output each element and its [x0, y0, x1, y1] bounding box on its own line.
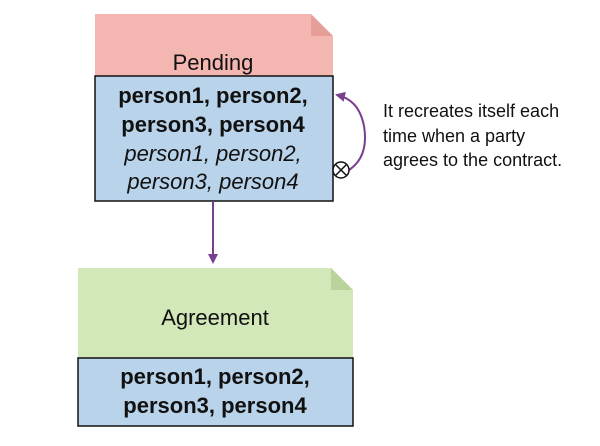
pending-title: Pending — [173, 50, 254, 75]
agreement-title: Agreement — [161, 305, 269, 330]
agreement-signatories-line-1: person1, person2, — [120, 364, 310, 389]
agreement-fold-corner — [331, 268, 353, 290]
pending-header-box — [95, 14, 333, 76]
agreement-header-box — [78, 268, 353, 358]
pending-fold-corner — [311, 14, 333, 36]
pending-signed-line-2: person3, person4 — [126, 169, 298, 194]
pending-signatories-line-2: person3, person4 — [121, 112, 305, 137]
note-line-2: time when a party — [383, 126, 525, 146]
pending-signatories-line-1: person1, person2, — [118, 83, 308, 108]
agreement-signatories-box — [77, 357, 354, 427]
pending-signatories-box — [94, 75, 334, 202]
note-line-1: It recreates itself each — [383, 101, 559, 121]
self-loop-arrow — [335, 91, 366, 173]
pending-signed-line-1: person1, person2, — [123, 141, 301, 166]
agreement-state: Agreement person1, person2, person3, per… — [77, 268, 354, 427]
circled-x-icon — [332, 161, 350, 179]
agreement-signatories-line-2: person3, person4 — [123, 393, 307, 418]
pending-state: Pending person1, person2, person3, perso… — [94, 14, 334, 202]
self-loop-note: It recreates itself each time when a par… — [383, 101, 562, 170]
note-line-3: agrees to the contract. — [383, 150, 562, 170]
